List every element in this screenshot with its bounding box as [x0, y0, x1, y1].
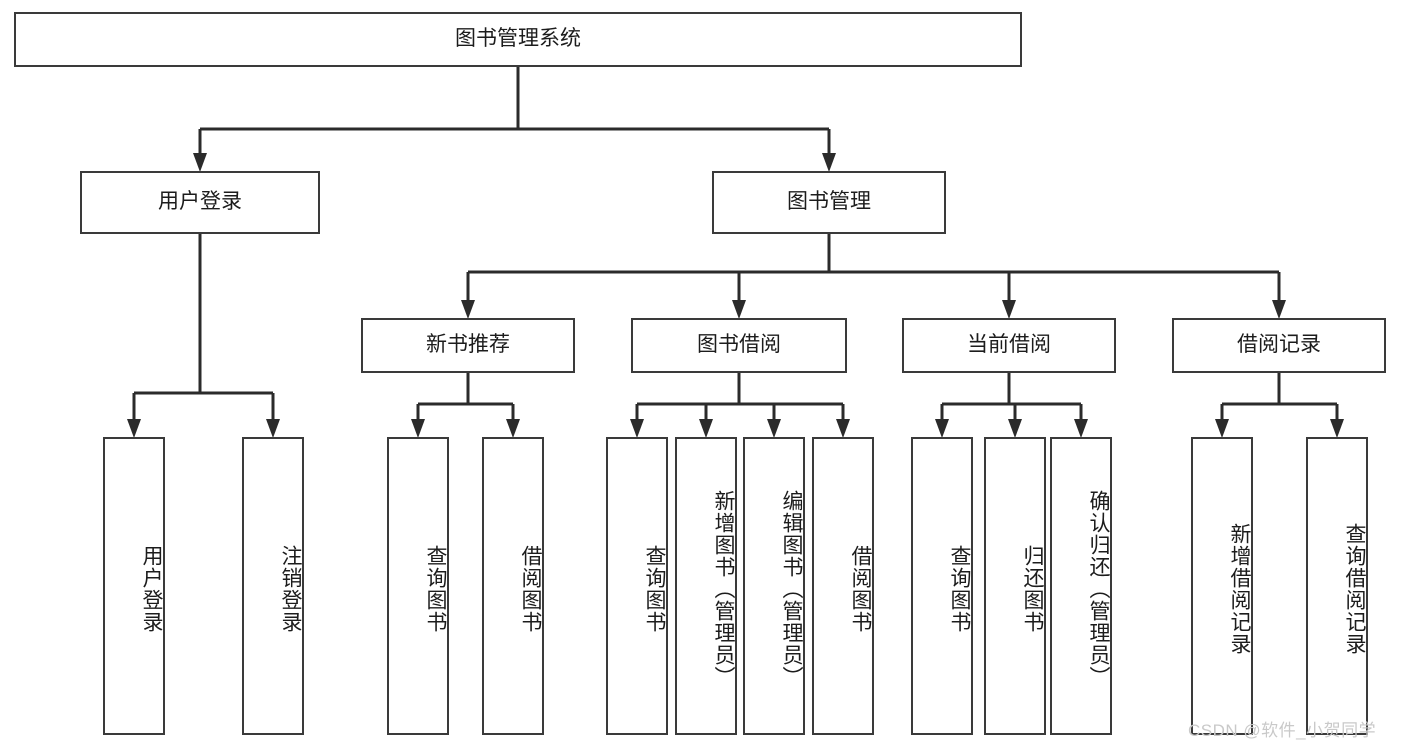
edge-arrowhead — [732, 300, 746, 319]
node-leaf-cur-1: 查询图书 — [911, 437, 973, 735]
node-label: 归还图书 — [1021, 545, 1044, 633]
edge-arrowhead — [1008, 419, 1022, 438]
edge-arrowhead — [630, 419, 644, 438]
edge-arrowhead — [461, 300, 475, 319]
node-leaf-login-2: 注销登录 — [242, 437, 304, 735]
node-leaf-cur-2: 归还图书 — [984, 437, 1046, 735]
node-newbook: 新书推荐 — [361, 318, 575, 373]
node-login: 用户登录 — [80, 171, 320, 234]
node-label: 新增借阅记录 — [1228, 523, 1251, 655]
edge-arrowhead — [266, 419, 280, 438]
node-bookmgmt: 图书管理 — [712, 171, 946, 234]
node-label: 借阅图书 — [849, 545, 872, 633]
node-label: 图书管理系统 — [455, 27, 581, 51]
edge-arrowhead — [935, 419, 949, 438]
edge-arrowhead — [1074, 419, 1088, 438]
node-label: 新书推荐 — [426, 333, 510, 357]
node-label: 用户登录 — [140, 545, 163, 633]
edge-arrowhead — [1330, 419, 1344, 438]
node-label: 当前借阅 — [967, 333, 1051, 357]
edge-arrowhead — [699, 419, 713, 438]
edge-arrowhead — [836, 419, 850, 438]
node-label: 用户登录 — [158, 190, 242, 214]
node-label: 查询图书 — [424, 545, 447, 633]
node-label: 图书管理 — [787, 190, 871, 214]
node-leaf-bor-4: 借阅图书 — [812, 437, 874, 735]
node-label: 借阅记录 — [1237, 333, 1321, 357]
node-records: 借阅记录 — [1172, 318, 1386, 373]
node-label: 图书借阅 — [697, 333, 781, 357]
node-leaf-login-1: 用户登录 — [103, 437, 165, 735]
node-label: 确认归还（管理员） — [1087, 490, 1110, 688]
node-leaf-bor-1: 查询图书 — [606, 437, 668, 735]
edge-arrowhead — [127, 419, 141, 438]
node-label: 查询借阅记录 — [1343, 523, 1366, 655]
edge-arrowhead — [1002, 300, 1016, 319]
node-leaf-new-1: 查询图书 — [387, 437, 449, 735]
node-current: 当前借阅 — [902, 318, 1116, 373]
edge-arrowhead — [822, 153, 836, 172]
node-label: 编辑图书（管理员） — [780, 490, 803, 688]
node-leaf-rec-1: 新增借阅记录 — [1191, 437, 1253, 735]
edge-arrowhead — [1215, 419, 1229, 438]
edge-arrowhead — [193, 153, 207, 172]
node-label: 注销登录 — [279, 545, 302, 633]
node-root: 图书管理系统 — [14, 12, 1022, 67]
node-label: 借阅图书 — [519, 545, 542, 633]
node-leaf-rec-2: 查询借阅记录 — [1306, 437, 1368, 735]
node-label: 新增图书（管理员） — [712, 490, 735, 688]
node-label: 查询图书 — [643, 545, 666, 633]
node-leaf-cur-3: 确认归还（管理员） — [1050, 437, 1112, 735]
node-leaf-new-2: 借阅图书 — [482, 437, 544, 735]
node-leaf-bor-3: 编辑图书（管理员） — [743, 437, 805, 735]
edge-arrowhead — [411, 419, 425, 438]
edge-arrowhead — [506, 419, 520, 438]
edge-arrowhead — [1272, 300, 1286, 319]
node-borrow: 图书借阅 — [631, 318, 847, 373]
node-leaf-bor-2: 新增图书（管理员） — [675, 437, 737, 735]
edge-arrowhead — [767, 419, 781, 438]
node-label: 查询图书 — [948, 545, 971, 633]
